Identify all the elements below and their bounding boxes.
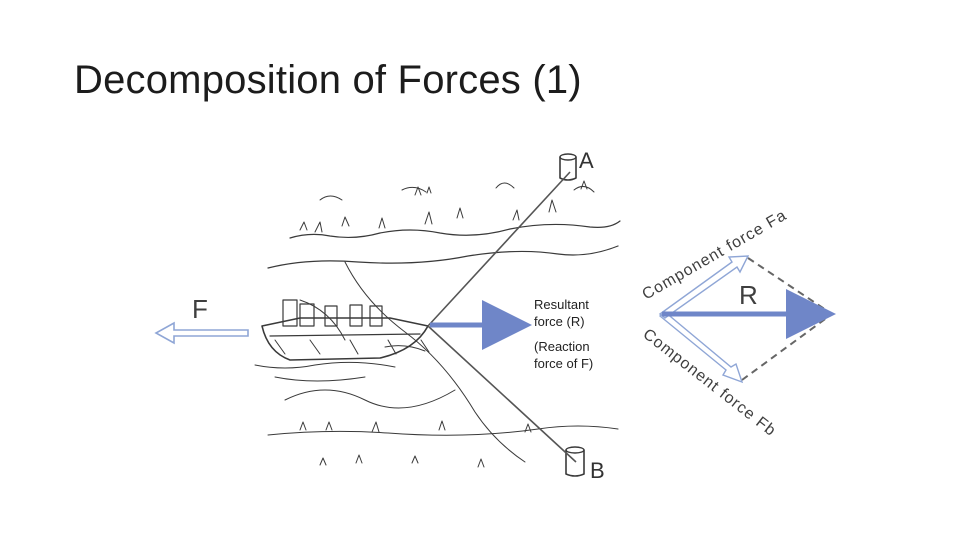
resultant-note: Resultant force (R) (534, 296, 589, 330)
reaction-note: (Reaction force of F) (534, 338, 593, 372)
component-fa-arrow (658, 255, 750, 319)
post-b-label: B (590, 458, 605, 483)
slide-title: Decomposition of Forces (1) (74, 58, 582, 102)
component-fb-label: Component force Fb (640, 326, 780, 440)
post-b (565, 446, 585, 477)
component-fa-label: Component force Fa (640, 207, 790, 304)
resultant-note-line1: Resultant (534, 297, 589, 312)
resultant-note-line2: force (R) (534, 314, 585, 329)
reaction-note-line1: (Reaction (534, 339, 590, 354)
dashed-side-upper (747, 257, 833, 315)
f-label: F (192, 294, 208, 324)
boat-sketch (254, 299, 430, 382)
post-a-label: A (579, 148, 594, 173)
dashed-side-lower (741, 313, 833, 381)
post-a (559, 153, 577, 181)
reaction-note-line2: force of F) (534, 356, 594, 371)
component-fb-arrow (658, 311, 744, 384)
rope-to-a (427, 171, 571, 327)
rope-to-b (427, 325, 577, 463)
force-parallelogram (658, 255, 836, 384)
resultant-symbol: R (739, 280, 758, 310)
f-outline-arrow (154, 321, 249, 345)
